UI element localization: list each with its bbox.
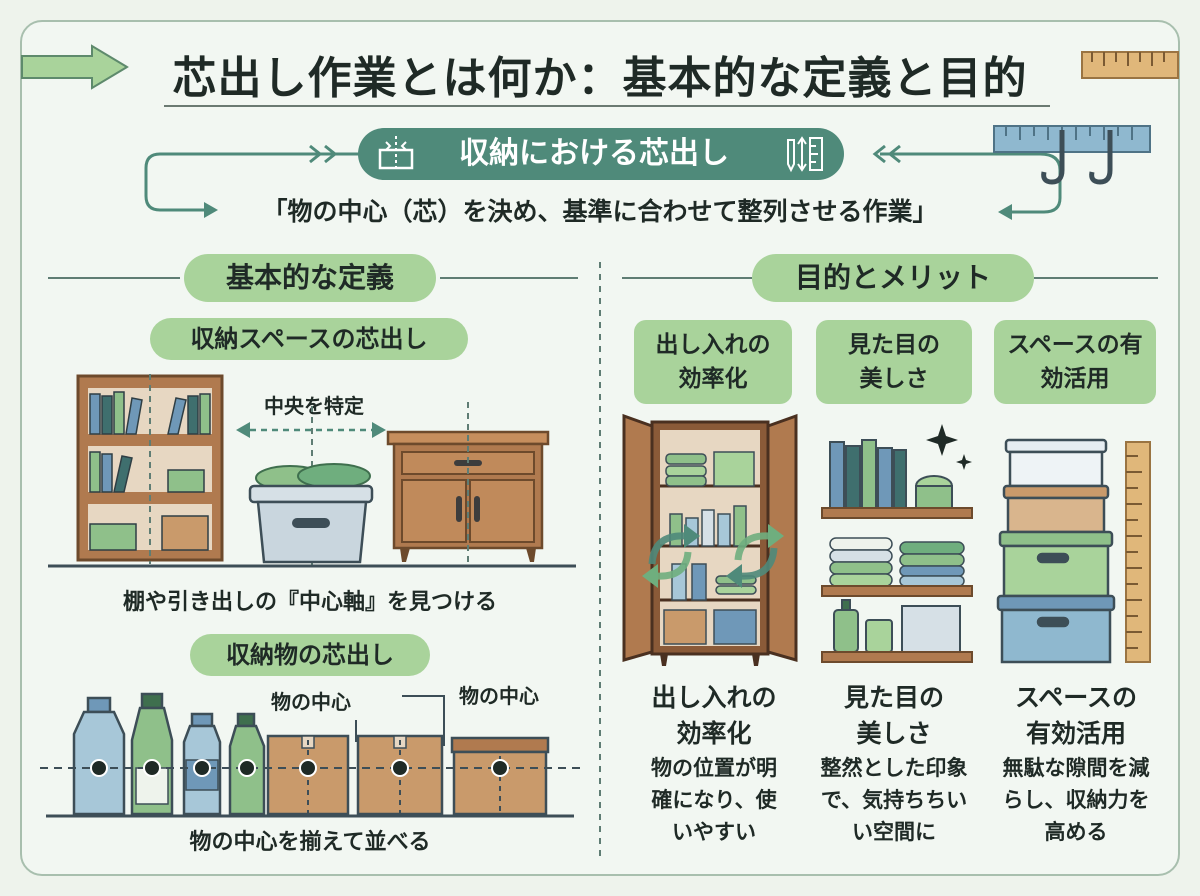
benefit-title-efficiency: 出し入れの効率化	[651, 683, 777, 748]
benefit-title-space: スペースの有効活用	[1014, 683, 1137, 748]
benefit-desc-beauty: 整然とした印象で、気持ちちいい空間に	[820, 756, 968, 844]
benefit-desc-efficiency: 物の位置が明確になり、使いやすい	[651, 756, 777, 844]
definition-quote: 「物の中心（芯）を決め、基準に合わせて整列させる作業」	[262, 197, 938, 226]
benefit-desc-space: 無駄な隙間を減らし、収納力を高める	[1002, 756, 1150, 844]
intro-badge-label: 収納における芯出し	[459, 136, 729, 171]
pencil-ruler-icon	[787, 136, 823, 173]
cycle-arrows-icon	[642, 524, 784, 588]
intro-badge	[358, 128, 844, 180]
right-heading-rule	[622, 277, 1158, 279]
cabinet-illustration	[386, 402, 550, 564]
space-block-label: 収納スペースの芯出し	[150, 318, 468, 360]
basket-illustration	[248, 406, 374, 566]
bookshelf-illustration	[76, 374, 224, 564]
center-divider	[599, 262, 601, 862]
item-block-label: 収納物の芯出し	[190, 634, 430, 676]
center-label: 中央を特定	[264, 394, 364, 418]
benefit-tag-efficiency: 出し入れの効率化	[634, 320, 792, 404]
item-callout-2: 物の中心	[459, 684, 539, 708]
left-section-heading: 基本的な定義	[184, 254, 436, 302]
stacked-boxes-illustration	[996, 438, 1151, 664]
item-callout-1: 物の中心	[271, 690, 351, 714]
floor-line-top	[48, 564, 576, 568]
align-icon	[378, 136, 414, 172]
left-heading-rule	[48, 277, 578, 279]
space-block-caption: 棚や引き出しの『中心軸』を見つける	[122, 590, 497, 615]
bottles-boxes-illustration	[40, 692, 580, 818]
benefit-tag-space: スペースの有効活用	[994, 320, 1156, 404]
intro-flow-lines	[144, 144, 1062, 220]
arrow-right-icon	[21, 44, 129, 90]
hook-icon	[993, 125, 1151, 185]
ruler-icon	[1081, 51, 1179, 79]
title-divider	[150, 104, 1050, 108]
page-title: 芯出し作業とは何か：基本的な定義と目的	[172, 53, 1028, 104]
benefit-title-beauty: 見た目の美しさ	[844, 683, 945, 748]
right-section-heading: 目的とメリット	[752, 254, 1034, 302]
benefit-tag-beauty: 見た目の美しさ	[816, 320, 972, 404]
neat-shelves-illustration	[821, 424, 973, 663]
item-block-caption: 物の中心を揃えて並べる	[189, 830, 431, 855]
